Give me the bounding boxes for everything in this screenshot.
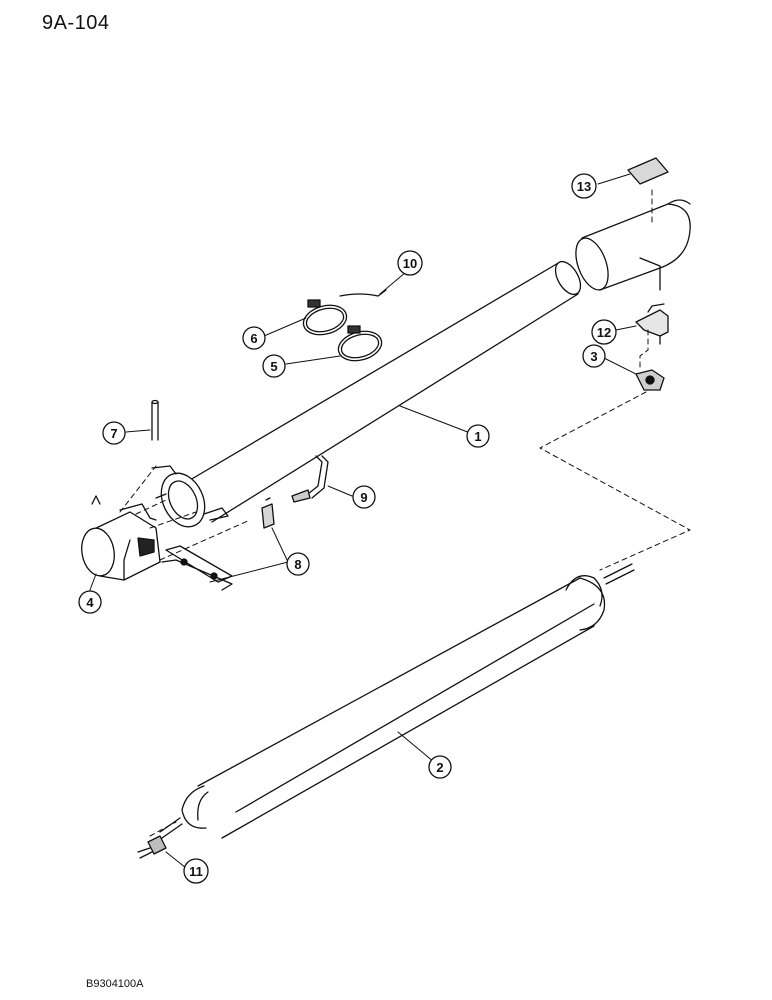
part-13-spout bbox=[575, 157, 691, 291]
part-5-band-clamp bbox=[337, 325, 383, 362]
svg-text:11: 11 bbox=[189, 864, 203, 879]
svg-text:12: 12 bbox=[597, 325, 611, 340]
svg-text:6: 6 bbox=[250, 331, 257, 346]
part-1-auger-tube bbox=[151, 260, 582, 528]
svg-text:13: 13 bbox=[577, 179, 591, 194]
svg-text:1: 1 bbox=[474, 429, 481, 444]
part-12-bracket bbox=[635, 303, 669, 345]
callout-6: 6 bbox=[242, 326, 266, 350]
svg-text:2: 2 bbox=[436, 760, 443, 775]
part-6-band-clamp bbox=[302, 299, 348, 336]
part-3-bearing bbox=[635, 369, 665, 391]
callout-5: 5 bbox=[262, 354, 286, 378]
part-2-auger-flighting bbox=[159, 563, 635, 839]
svg-text:9: 9 bbox=[360, 490, 367, 505]
callout-3: 3 bbox=[582, 344, 606, 368]
callout-9: 9 bbox=[352, 485, 376, 509]
svg-text:10: 10 bbox=[403, 256, 417, 271]
svg-text:4: 4 bbox=[86, 595, 94, 610]
leader-lines bbox=[89, 173, 637, 869]
callout-4: 4 bbox=[78, 590, 102, 614]
callout-10: 10 bbox=[397, 250, 423, 276]
page-reference: 9A-104 bbox=[42, 12, 110, 34]
alignment-lines bbox=[119, 189, 691, 837]
callout-11: 11 bbox=[183, 858, 209, 884]
part-8-fittings bbox=[161, 497, 275, 591]
svg-text:5: 5 bbox=[270, 359, 277, 374]
callout-12: 12 bbox=[591, 319, 617, 345]
part-7-pin bbox=[151, 399, 159, 441]
svg-text:3: 3 bbox=[590, 349, 597, 364]
callout-8: 8 bbox=[286, 552, 310, 576]
callout-1: 1 bbox=[466, 424, 490, 448]
svg-text:7: 7 bbox=[110, 426, 117, 441]
svg-text:8: 8 bbox=[294, 557, 301, 572]
drawing-code: B9304100A bbox=[86, 978, 144, 990]
callout-13: 13 bbox=[571, 173, 597, 199]
callout-2: 2 bbox=[428, 755, 452, 779]
part-4-gearbox bbox=[81, 495, 161, 581]
part-9-strap bbox=[291, 455, 329, 503]
callout-7: 7 bbox=[102, 421, 126, 445]
part-10-wire bbox=[339, 289, 387, 297]
part-11-end-fitting bbox=[137, 835, 167, 859]
